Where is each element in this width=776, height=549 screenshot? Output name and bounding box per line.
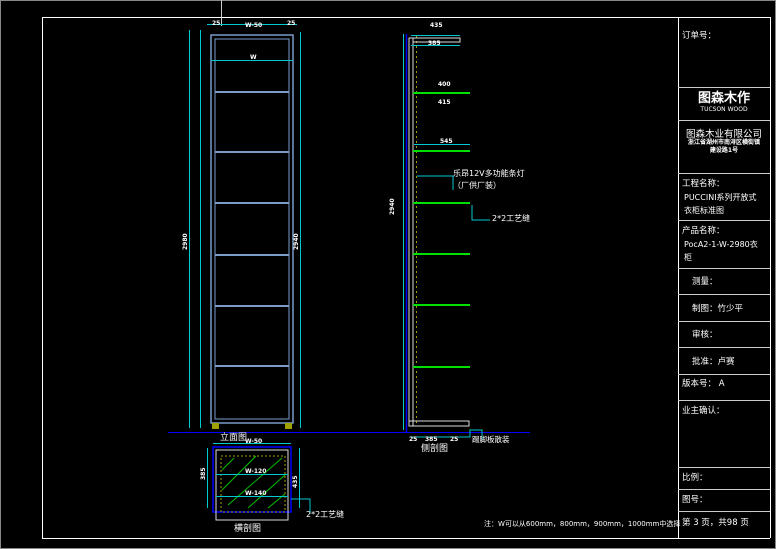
project-value: PUCCINI系列开放式衣柜标准图 [684,193,757,215]
version-label: 版本号： A [682,379,725,389]
dim-side-height: 2940 [389,198,396,215]
review-label: 审核： [692,330,718,340]
dim-side-shelf1-bottom: 415 [438,99,451,106]
product-label: 产品名称： [682,226,725,236]
plan-section: W-50 W-120 W-140 385 435 2*2工艺缝 横剖图 [200,438,344,534]
dim-front-inner-height: 2940 [293,233,300,250]
dim-plan-inner1: W-120 [245,468,266,475]
dim-front-top-width: W-50 [245,22,262,29]
project-label: 工程名称： [682,179,725,189]
dim-plan-depth: 385 [200,467,207,480]
dim-front-inner: W [250,54,257,61]
drawing-no-label: 图号： [682,495,708,505]
logo-cn: 图森木作 [697,91,750,106]
dim-front-top-left: 25 [212,20,220,27]
logo-en: TUCSON WOOD [700,106,748,113]
light-note-line1: 乐昂12V多功能条灯 [453,168,525,178]
dim-side-bottom-mid: 385 [425,436,438,443]
owner-confirm-label: 业主确认： [682,406,725,416]
title-block: 订单号： 图森木作 TUCSON WOOD 图森木业有限公司 浙江省湖州市南浔区… [678,17,770,538]
dim-plan-inner2: W-140 [245,490,266,497]
dim-side-depth-inner: 385 [428,40,441,47]
plan-view-label: 横剖图 [234,522,261,534]
measure-label: 测量： [692,277,718,287]
drawn-label: 制图：竹少平 [692,304,744,314]
dim-plan-width: W-50 [245,438,262,445]
side-section: 435 385 400 415 545 2940 385 25 25 乐昂12V… [389,22,530,454]
dim-front-top-right: 25 [287,20,295,27]
product-value: PocA2-1-W-2980衣柜 [684,240,758,262]
dim-side-bottom-left: 25 [409,436,417,443]
company-name: 图森木业有限公司 [685,129,762,140]
groove-note: 2*2工艺缝 [492,213,530,223]
title-block-lines [678,87,770,512]
logo: 图森木作 TUCSON WOOD [678,89,770,116]
order-label: 订单号： [682,31,717,41]
light-note-line2: （厂供厂装） [453,180,501,190]
dim-plan-depth-right: 435 [292,475,299,488]
dim-side-depth-top: 435 [430,22,443,29]
side-view-label: 侧剖图 [421,442,448,454]
page-label: 第 3 页，共98 页 [682,518,749,528]
front-elevation: W-50 25 25 W 2980 2940 立面图 [182,20,301,443]
scale-label: 比例： [682,473,708,483]
front-view-label: 立面图 [220,431,247,443]
dim-side-bottom-right: 25 [450,436,458,443]
kick-note: 踢脚板散装 [472,434,510,444]
company-address: 浙江省湖州市南浔区横街镇建设路1号 [687,139,760,154]
plan-groove-note: 2*2工艺缝 [306,509,344,519]
approve-label: 批准：卢赛 [692,357,735,367]
dim-front-total-height: 2980 [182,233,189,250]
dim-side-shelf1-top: 400 [438,81,451,88]
dim-side-shelf2: 545 [440,138,453,145]
footnote: 注：W可以从600mm，800mm，900mm，1000mm中选择 [484,519,680,528]
